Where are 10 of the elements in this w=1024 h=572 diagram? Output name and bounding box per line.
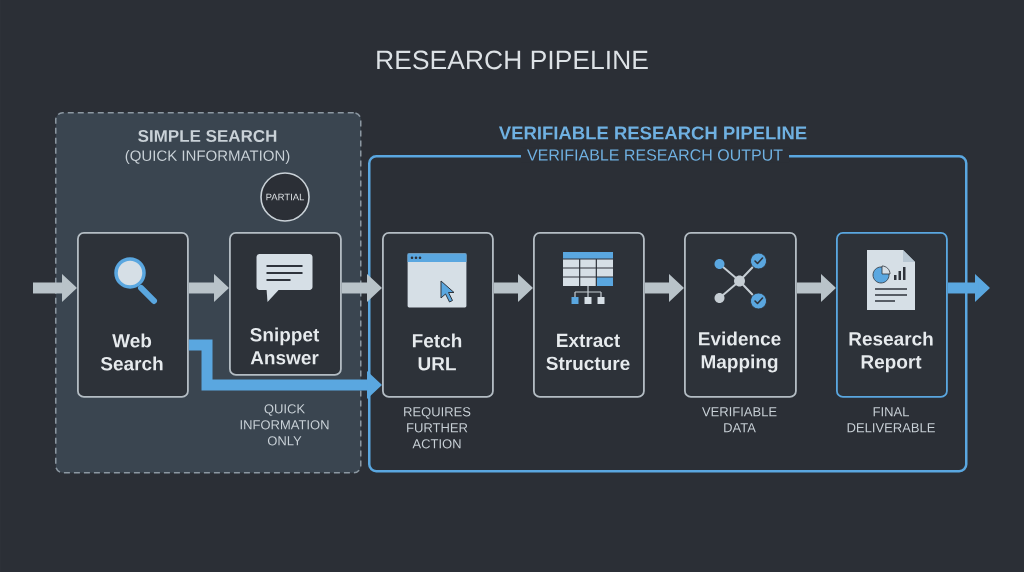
caption-text: REQUIRES FURTHER ACTION — [404, 407, 471, 449]
node-label: VERIFIABLE RESEARCH PIPELINE — [498, 126, 807, 140]
process-box: Extract Structure — [533, 232, 645, 398]
process-box: Web Search — [77, 232, 189, 398]
caption-text: QUICK INFORMATION ONLY — [240, 404, 329, 446]
caption-text: VERIFIABLE DATA — [702, 407, 777, 433]
process-box: Evidence Mapping — [684, 232, 797, 398]
caption-text: FINAL DELIVERABLE — [847, 407, 935, 433]
circle-badge: PARTIAL — [260, 172, 310, 222]
title: RESEARCH PIPELINE — [377, 50, 648, 70]
